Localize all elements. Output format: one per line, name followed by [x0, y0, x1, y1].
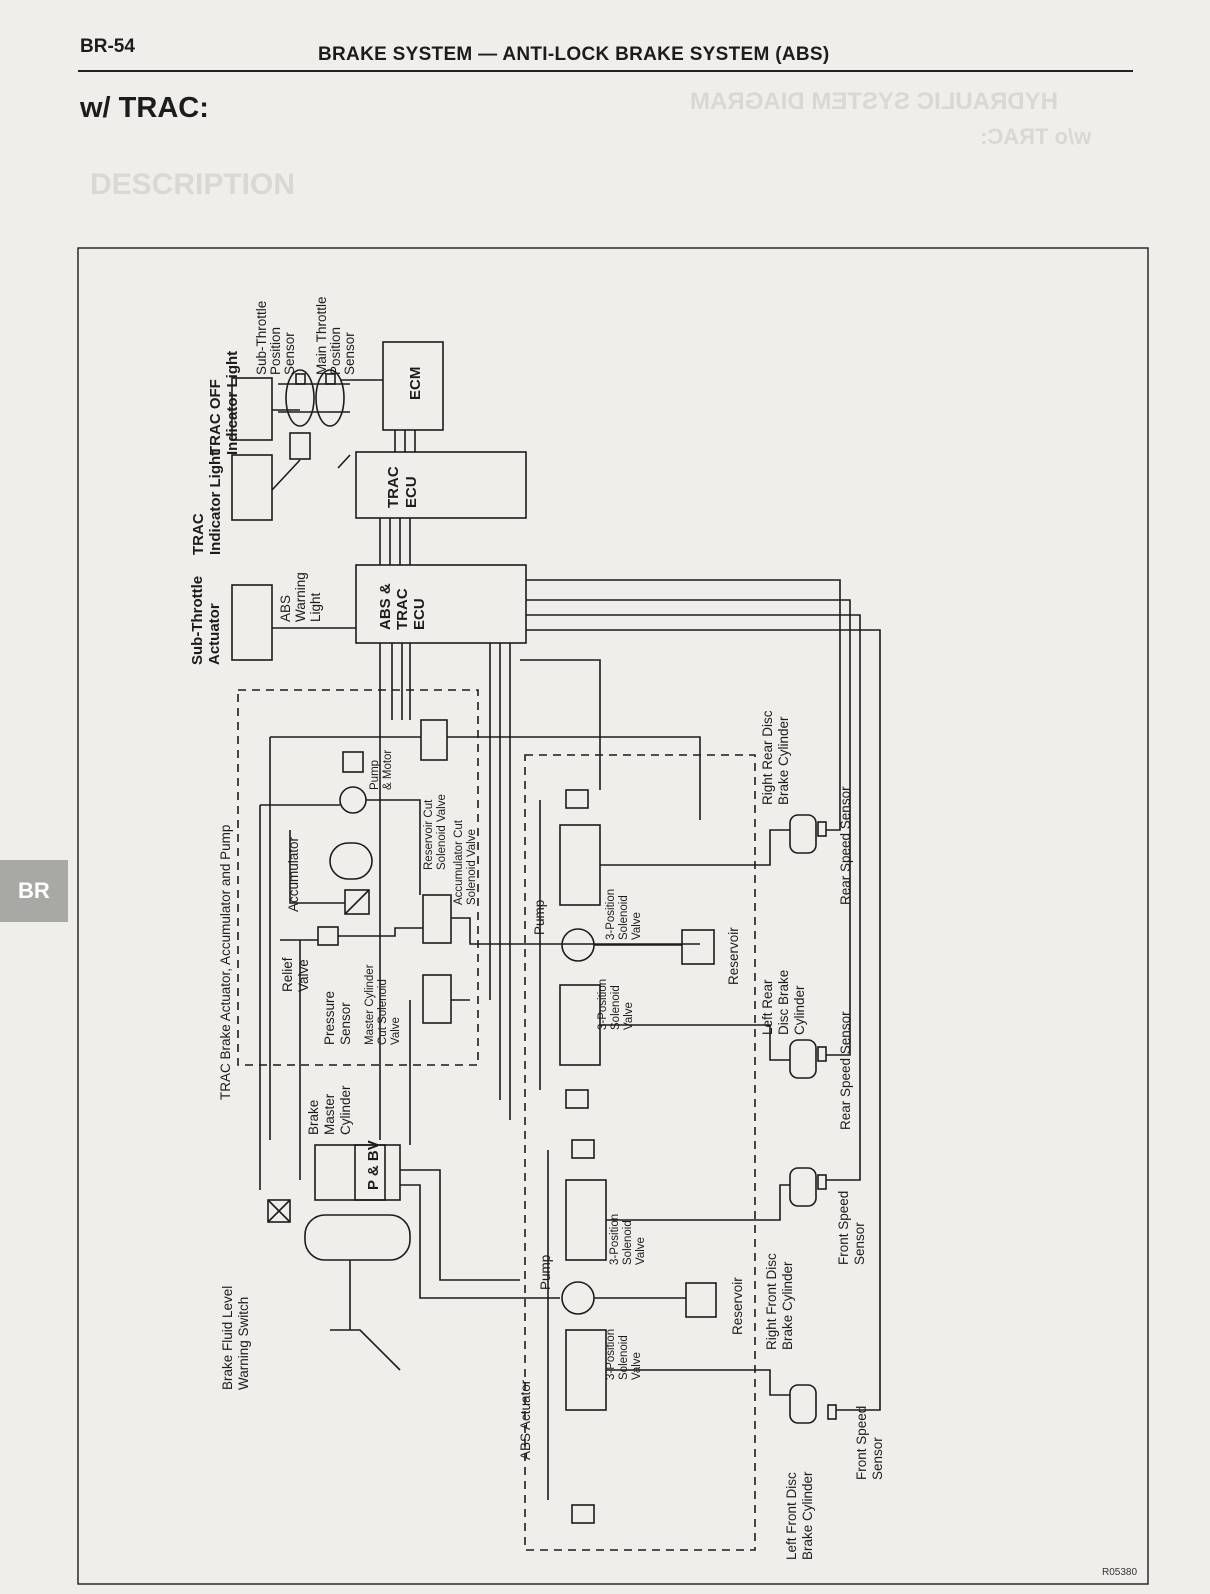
section-tab-label: BR	[18, 878, 50, 903]
relief-valve-label: ReliefValve	[280, 957, 311, 992]
abs-pump-rear	[561, 928, 595, 962]
abs-reservoir-front	[685, 1282, 717, 1318]
sub-throttle-actuator[interactable]	[231, 584, 273, 661]
trac-ecu-box[interactable]	[355, 451, 527, 519]
diagram-frame	[77, 247, 1149, 1585]
reservoir-label-front: Reservoir	[730, 1277, 745, 1335]
check-valve	[571, 1139, 595, 1159]
ecm-box[interactable]	[382, 341, 444, 431]
trac-indicator-light[interactable]	[231, 454, 273, 521]
front-speed-sensor-right[interactable]	[817, 1174, 827, 1190]
master-cylinder-cut-solenoid-valve	[422, 974, 452, 1024]
trac-brake-actuator-group	[237, 689, 479, 1066]
abs-warning-light-label: ABSWarningLight	[278, 572, 323, 622]
ecm-label: ECM	[407, 367, 424, 400]
brake-booster	[304, 1214, 411, 1261]
pump-label-front: Pump	[538, 1255, 553, 1290]
check-valve	[565, 1089, 589, 1109]
brake-fluid-switch-label: Brake Fluid LevelWarning Switch	[220, 1286, 251, 1390]
front-speed-sensor-label-right: Front SpeedSensor	[836, 1191, 867, 1265]
left-rear-cylinder-label: Left RearDisc BrakeCylinder	[760, 970, 807, 1035]
pressure-sensor-label: PressureSensor	[322, 991, 353, 1045]
check-valve	[571, 1504, 595, 1524]
page-number: BR-54	[80, 36, 135, 57]
three-position-valve-label-2: 3-PositionSolenoidValve	[597, 979, 635, 1030]
three-position-valve-label-4: 3-PositionSolenoidValve	[605, 1329, 643, 1380]
section-title: w/ TRAC:	[80, 92, 209, 124]
abs-trac-ecu-box[interactable]	[355, 564, 527, 644]
three-position-valve-right-front	[565, 1179, 607, 1261]
right-front-brake-cylinder[interactable]	[789, 1167, 817, 1207]
right-rear-cylinder-label: Right Rear DiscBrake Cylinder	[760, 710, 791, 805]
abs-actuator-label: ABS Actuator	[518, 1379, 533, 1460]
left-front-cylinder-label: Left Front DiscBrake Cylinder	[784, 1471, 815, 1560]
rear-speed-sensor-right[interactable]	[817, 821, 827, 837]
section-tab-br[interactable]: BR	[0, 860, 68, 922]
reservoir-label-rear: Reservoir	[726, 927, 741, 985]
p-and-bv-valve	[354, 1144, 386, 1201]
p-and-bv-label: P & BV	[365, 1140, 382, 1190]
left-rear-brake-cylinder[interactable]	[789, 1039, 817, 1079]
brake-fluid-level-switch	[267, 1199, 291, 1223]
abs-reservoir-rear	[681, 929, 715, 965]
ghost-description: DESCRIPTION	[90, 168, 296, 201]
brake-master-cylinder	[314, 1144, 401, 1201]
page-title: BRAKE SYSTEM — ANTI-LOCK BRAKE SYSTEM (A…	[318, 44, 830, 65]
pump-motor-label: Pump& Motor	[369, 750, 394, 790]
rear-speed-sensor-left[interactable]	[817, 1046, 827, 1062]
relief-valve	[317, 926, 339, 946]
trac-pump	[339, 786, 367, 814]
reservoir-cut-valve-label: Reservoir CutSolenoid Valve	[423, 794, 448, 870]
figure-code: R05380	[1102, 1567, 1137, 1578]
three-position-valve-right-rear	[559, 824, 601, 906]
rear-speed-sensor-label-left: Rear Speed Sensor	[838, 1011, 853, 1130]
sub-throttle-motor	[289, 432, 311, 460]
accumulator	[329, 842, 373, 880]
three-position-valve-label-1: 3-PositionSolenoidValve	[605, 889, 643, 940]
three-position-valve-label-3: 3-PositionSolenoidValve	[609, 1214, 647, 1265]
front-speed-sensor-left[interactable]	[827, 1404, 837, 1420]
pump-label-rear: Pump	[532, 900, 547, 935]
rear-speed-sensor-label-right: Rear Speed Sensor	[838, 786, 853, 905]
main-throttle-position-sensor	[325, 373, 336, 385]
reservoir-cut-solenoid-valve	[420, 719, 448, 761]
sub-throttle-position-sensor-label: Sub-ThrottlePositionSensor	[254, 301, 297, 375]
main-throttle-position-sensor-label: Main ThrottlePositionSensor	[314, 296, 357, 375]
sub-throttle-actuator-label: Sub-ThrottleActuator	[189, 576, 223, 665]
right-rear-brake-cylinder[interactable]	[789, 814, 817, 854]
accumulator-cut-valve-label: Accumulator CutSolenoid Valve	[453, 819, 478, 905]
trac-indicator-label: TRACIndicator Light	[190, 451, 224, 555]
accumulator-label: Accumulator	[286, 836, 301, 912]
front-speed-sensor-label-left: Front SpeedSensor	[854, 1406, 885, 1480]
trac-off-indicator-label: TRAC OFFIndicator Light	[207, 351, 241, 455]
trac-motor	[342, 751, 364, 773]
abs-trac-ecu-label: ABS &TRACECU	[377, 583, 428, 630]
check-valve	[565, 789, 589, 809]
header-divider	[78, 70, 1133, 72]
abs-pump-front	[561, 1281, 595, 1315]
three-position-valve-left-rear	[559, 984, 601, 1066]
sub-throttle-position-sensor	[295, 373, 306, 385]
master-cylinder-cut-valve-label: Master CylinderCut SolenoidValve	[364, 964, 402, 1045]
trac-off-indicator-light[interactable]	[231, 377, 273, 441]
right-front-cylinder-label: Right Front DiscBrake Cylinder	[764, 1253, 795, 1350]
three-position-valve-left-front	[565, 1329, 607, 1411]
trac-ecu-label: TRACECU	[385, 466, 420, 508]
pressure-sensor	[344, 889, 370, 915]
accumulator-cut-solenoid-valve	[422, 894, 452, 944]
left-front-brake-cylinder[interactable]	[789, 1384, 817, 1424]
brake-master-cylinder-label: BrakeMasterCylinder	[306, 1085, 353, 1135]
trac-brake-actuator-label: TRAC Brake Actuator, Accumulator and Pum…	[218, 825, 233, 1100]
abs-actuator-group	[524, 754, 756, 1551]
